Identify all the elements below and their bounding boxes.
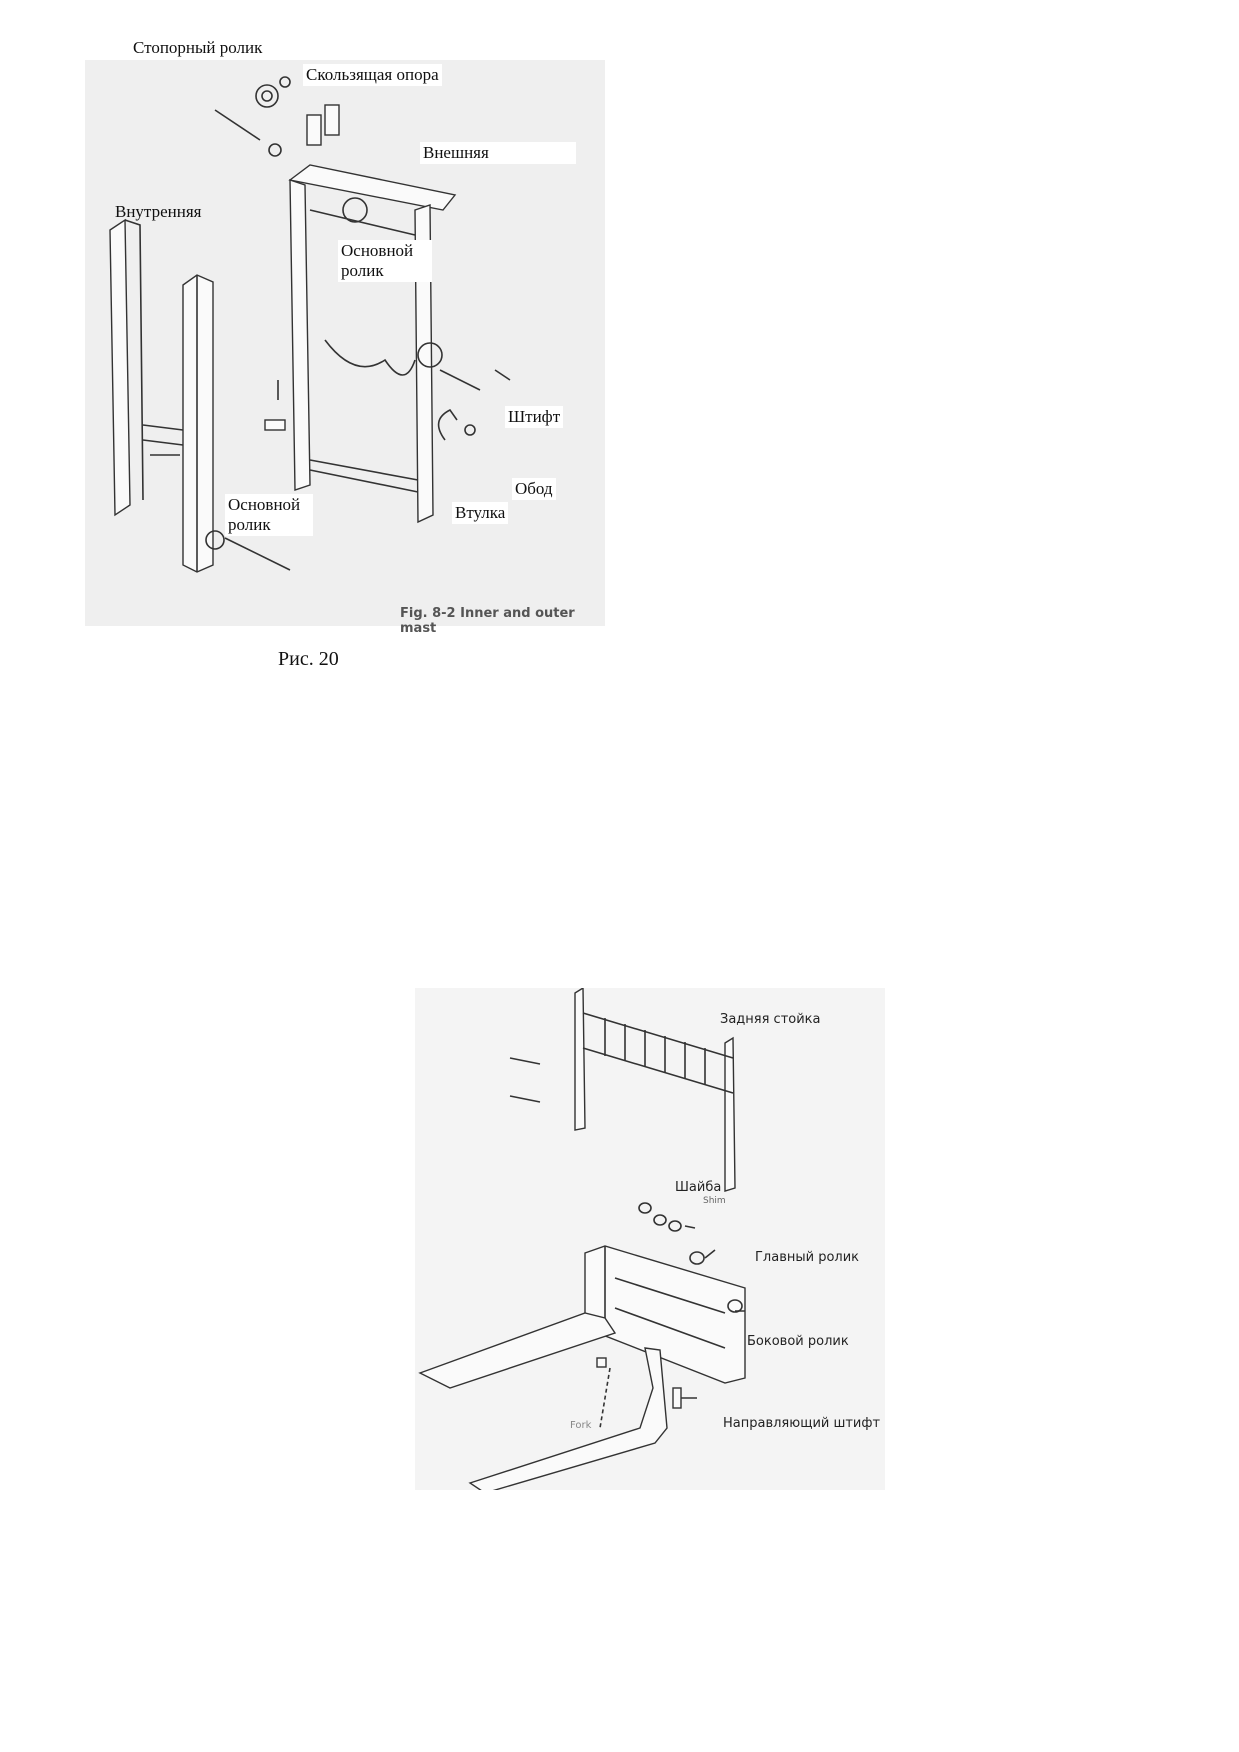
label-inner: Внутренняя xyxy=(115,202,202,221)
fork-right-shape xyxy=(468,1347,668,1490)
label-side-roller: Боковой ролик xyxy=(747,1334,849,1349)
side-roller-shape xyxy=(727,1299,743,1313)
fork-carriage-diagram: Задняя стойка Шайба Shim Главный ролик Б… xyxy=(415,988,885,1490)
main-roller-shape xyxy=(689,1251,705,1265)
label-fork: Fork xyxy=(570,1420,592,1431)
carriage-shape xyxy=(584,1245,746,1384)
figure-original-caption: Fig. 8-2 Inner and outer mast xyxy=(400,606,575,636)
pin-shape xyxy=(439,369,481,391)
guide-pin-shape xyxy=(672,1387,682,1409)
label-main-roller-bottom: Основной ролик xyxy=(225,494,313,536)
label-guide-pin: Направляющий штифт xyxy=(723,1416,881,1431)
bolt-top xyxy=(214,109,261,141)
slide-support-shape xyxy=(306,114,322,146)
label-main-roller-top: Основной ролик xyxy=(338,240,432,282)
stop-roller-shape xyxy=(255,84,279,108)
figure-caption: Рис. 20 xyxy=(278,648,339,670)
fork-left-shape xyxy=(418,1312,617,1389)
label-shim: Shim xyxy=(703,1196,726,1206)
fork-carriage-drawing xyxy=(418,988,746,1490)
mast-drawing xyxy=(109,76,511,573)
label-outer: Внешняя xyxy=(420,142,576,164)
mast-diagram: Стопорный ролик Скользящая опора Внешняя… xyxy=(85,38,605,636)
label-pin: Штифт xyxy=(505,406,564,428)
label-slide-support: Скользящая опора xyxy=(303,64,442,86)
label-rim: Обод xyxy=(512,478,556,500)
main-roller-top-shape xyxy=(342,197,368,223)
washer-shape xyxy=(638,1202,652,1214)
label-back-rest: Задняя стойка xyxy=(720,1012,821,1027)
outer-mast-frame xyxy=(288,164,457,524)
back-rest-shape xyxy=(509,988,736,1192)
label-main-roller: Главный ролик xyxy=(755,1250,860,1265)
inner-mast-left-rail xyxy=(109,218,144,517)
label-stop-roller: Стопорный ролик xyxy=(133,38,263,57)
inner-mast-right-rail xyxy=(182,274,214,573)
label-washer: Шайба xyxy=(675,1180,722,1195)
rim-shape xyxy=(437,408,458,441)
label-bushing: Втулка xyxy=(452,502,509,524)
